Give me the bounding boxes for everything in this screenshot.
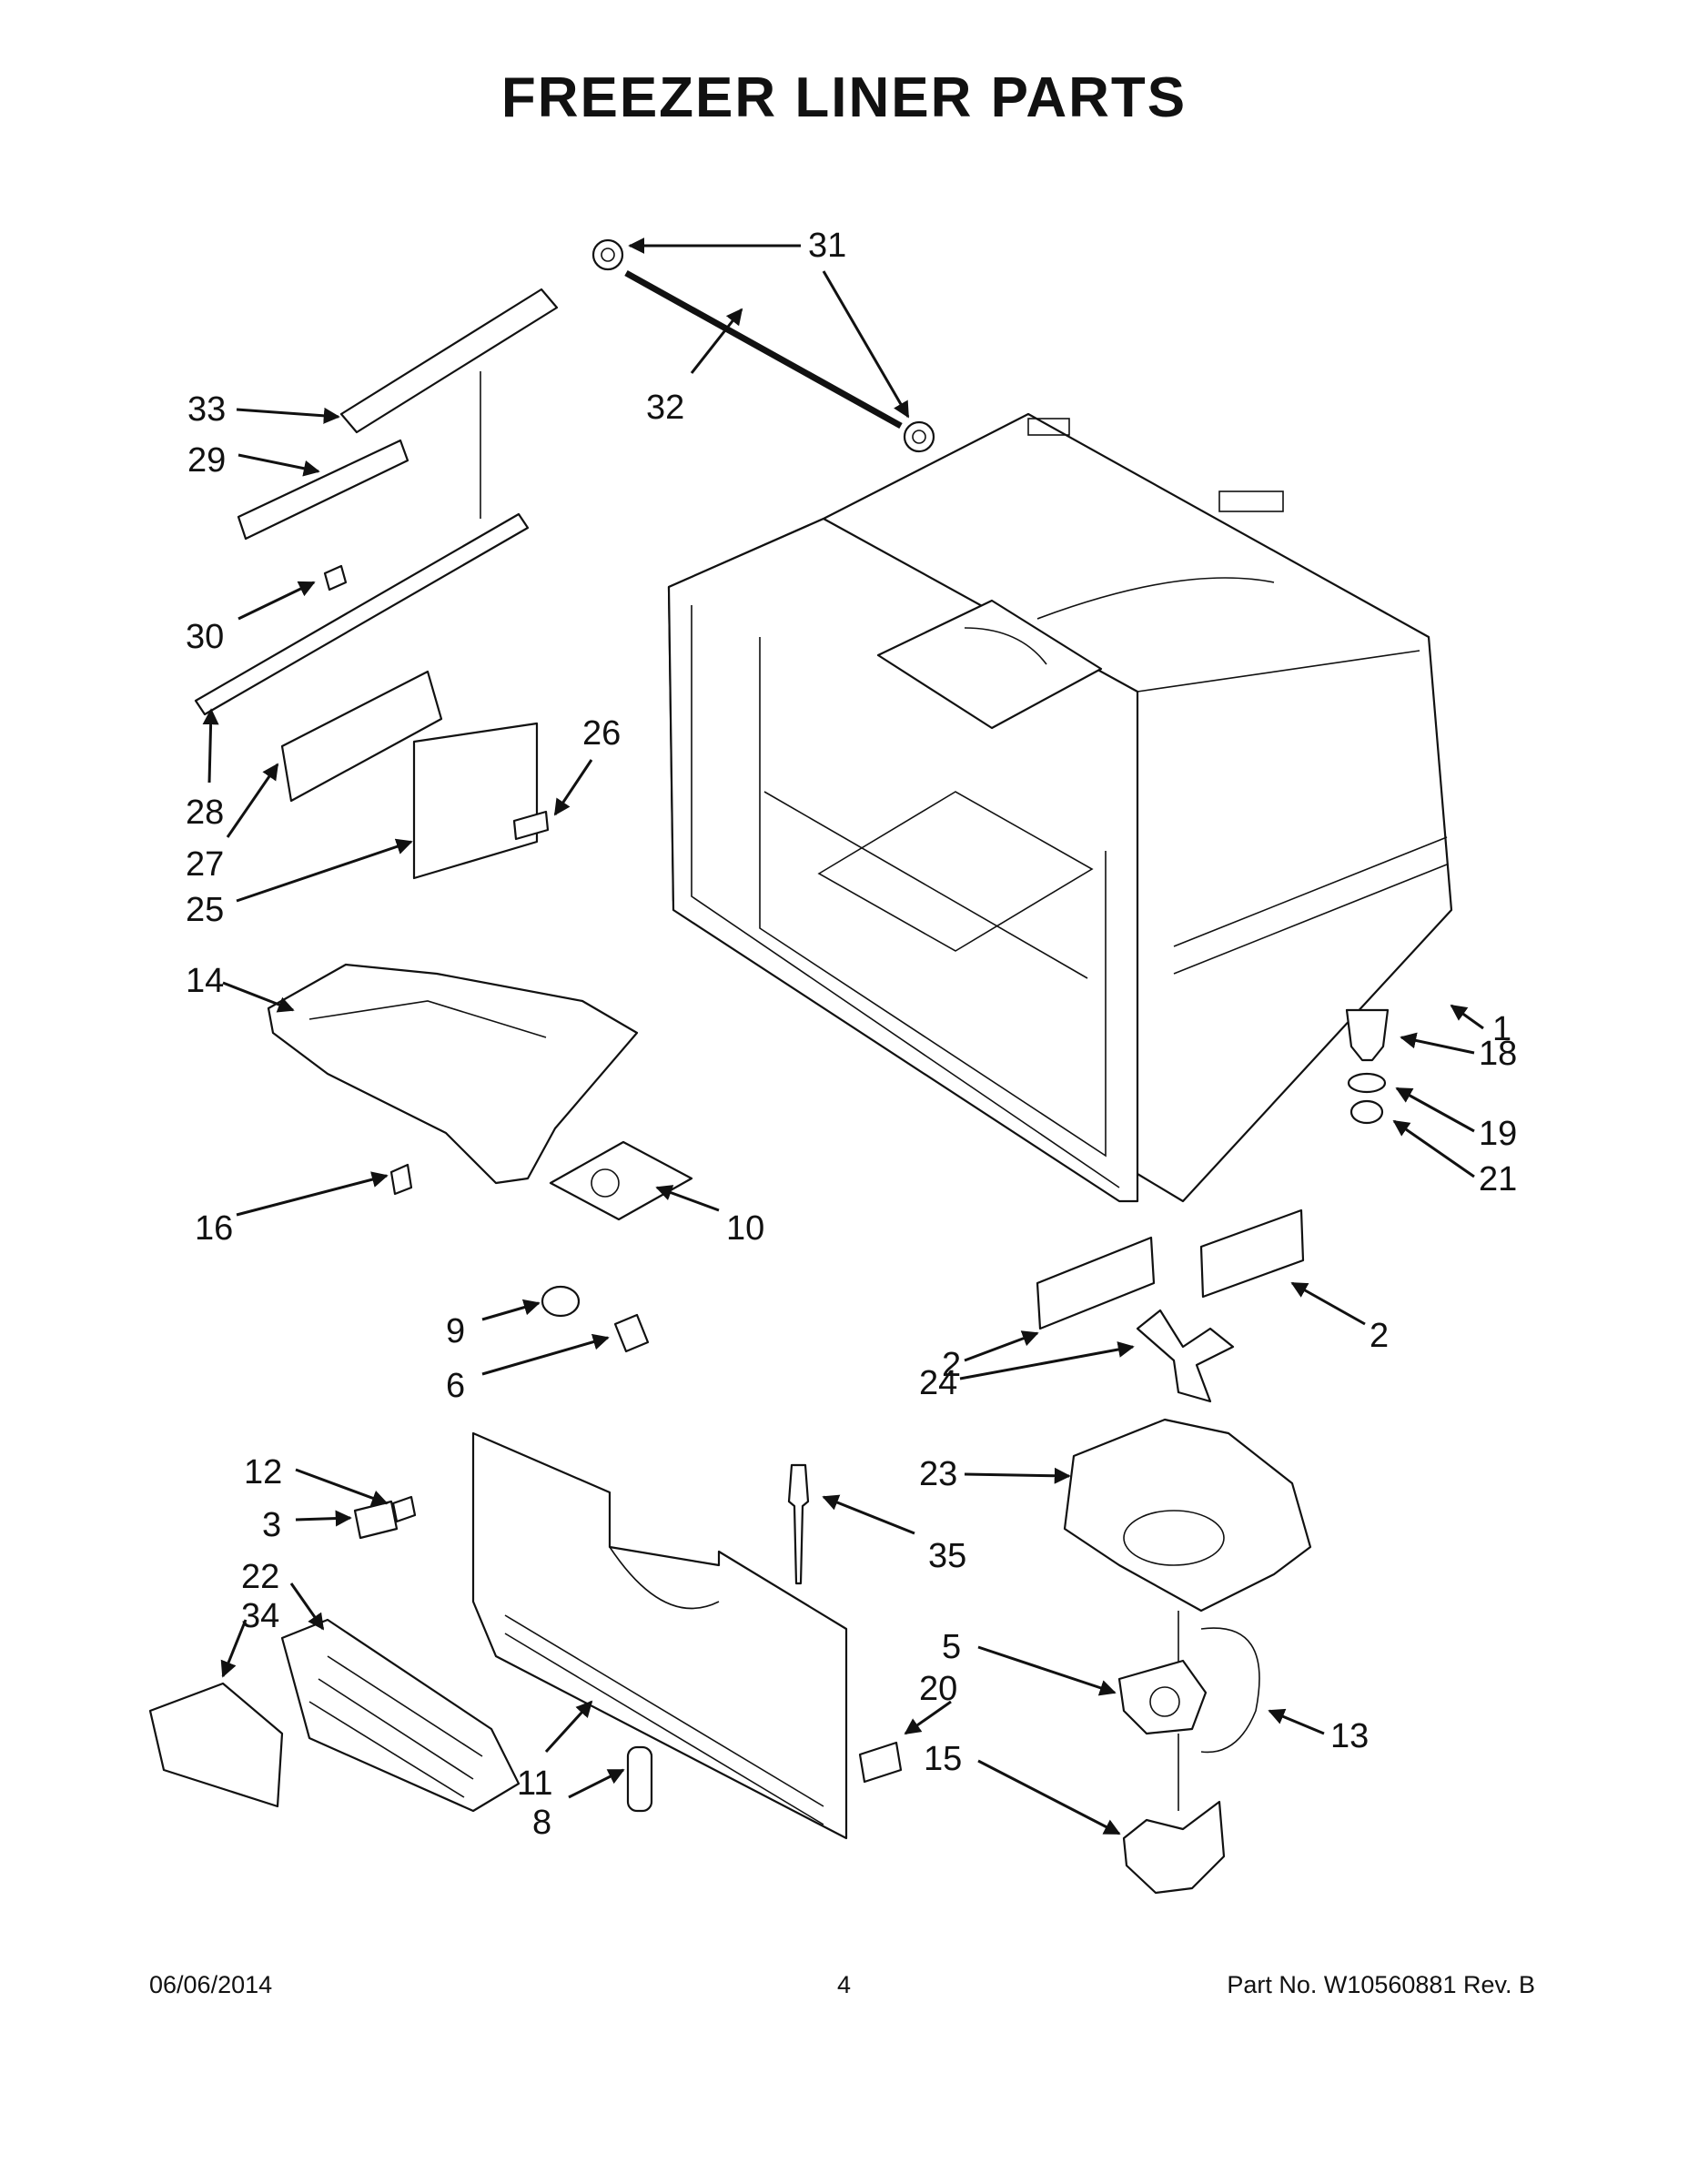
callout-5: 5 <box>942 1628 961 1666</box>
callout-20: 20 <box>919 1670 957 1708</box>
thermistor-and-sensor <box>626 1463 810 1813</box>
footer-part-number: Part No. W10560881 Rev. B <box>1227 1971 1535 1998</box>
callout-29: 29 <box>187 441 226 480</box>
callout-3: 3 <box>262 1506 281 1544</box>
leader-lines <box>202 238 1484 1835</box>
callout-19: 19 <box>1479 1115 1517 1153</box>
callout-32: 32 <box>646 389 684 427</box>
callout-15: 15 <box>924 1740 962 1778</box>
callout-34: 34 <box>241 1597 279 1635</box>
page-title: FREEZER LINER PARTS <box>500 66 1188 129</box>
callout-14: 14 <box>186 962 224 1000</box>
callout-35: 35 <box>928 1537 966 1575</box>
callout-13: 13 <box>1330 1717 1369 1755</box>
callout-11: 11 <box>517 1764 552 1803</box>
rail-assembly <box>194 288 559 880</box>
callout-23: 23 <box>919 1455 957 1493</box>
fan-assembly <box>858 1309 1312 1895</box>
callout-2-right: 2 <box>1370 1317 1389 1355</box>
callout-21: 21 <box>1479 1160 1517 1198</box>
callout-24: 24 <box>919 1364 957 1402</box>
shaft-and-gears <box>591 238 935 453</box>
screw-and-bracket <box>353 1495 417 1540</box>
callout-16: 16 <box>195 1209 233 1248</box>
insulation-pads <box>1036 1208 1305 1330</box>
callout-26: 26 <box>582 714 621 753</box>
footer-date: 06/06/2014 <box>149 1971 273 1998</box>
footer-page-number: 4 <box>836 1971 852 1998</box>
callout-30: 30 <box>186 618 224 656</box>
callout-22: 22 <box>241 1558 279 1596</box>
callout-8: 8 <box>532 1804 551 1842</box>
callout-2-left: 2 <box>942 1346 961 1384</box>
callout-28: 28 <box>186 794 224 832</box>
callout-33: 33 <box>187 390 226 429</box>
callout-9: 9 <box>446 1312 465 1350</box>
diffuser-housing <box>267 963 693 1221</box>
callout-6: 6 <box>446 1367 465 1405</box>
callout-1: 1 <box>1492 1010 1511 1048</box>
rear-panel <box>471 1431 848 1840</box>
freezer-liner <box>667 412 1453 1203</box>
callout-27: 27 <box>186 845 224 884</box>
callout-10: 10 <box>726 1209 764 1248</box>
lamp-and-socket <box>541 1285 650 1353</box>
callout-31: 31 <box>808 227 846 265</box>
callout-18: 18 <box>1479 1035 1517 1073</box>
callout-25: 25 <box>186 891 224 929</box>
grille-and-cover <box>148 1618 521 1813</box>
drain-parts <box>1345 1008 1390 1125</box>
callout-12: 12 <box>244 1453 282 1491</box>
